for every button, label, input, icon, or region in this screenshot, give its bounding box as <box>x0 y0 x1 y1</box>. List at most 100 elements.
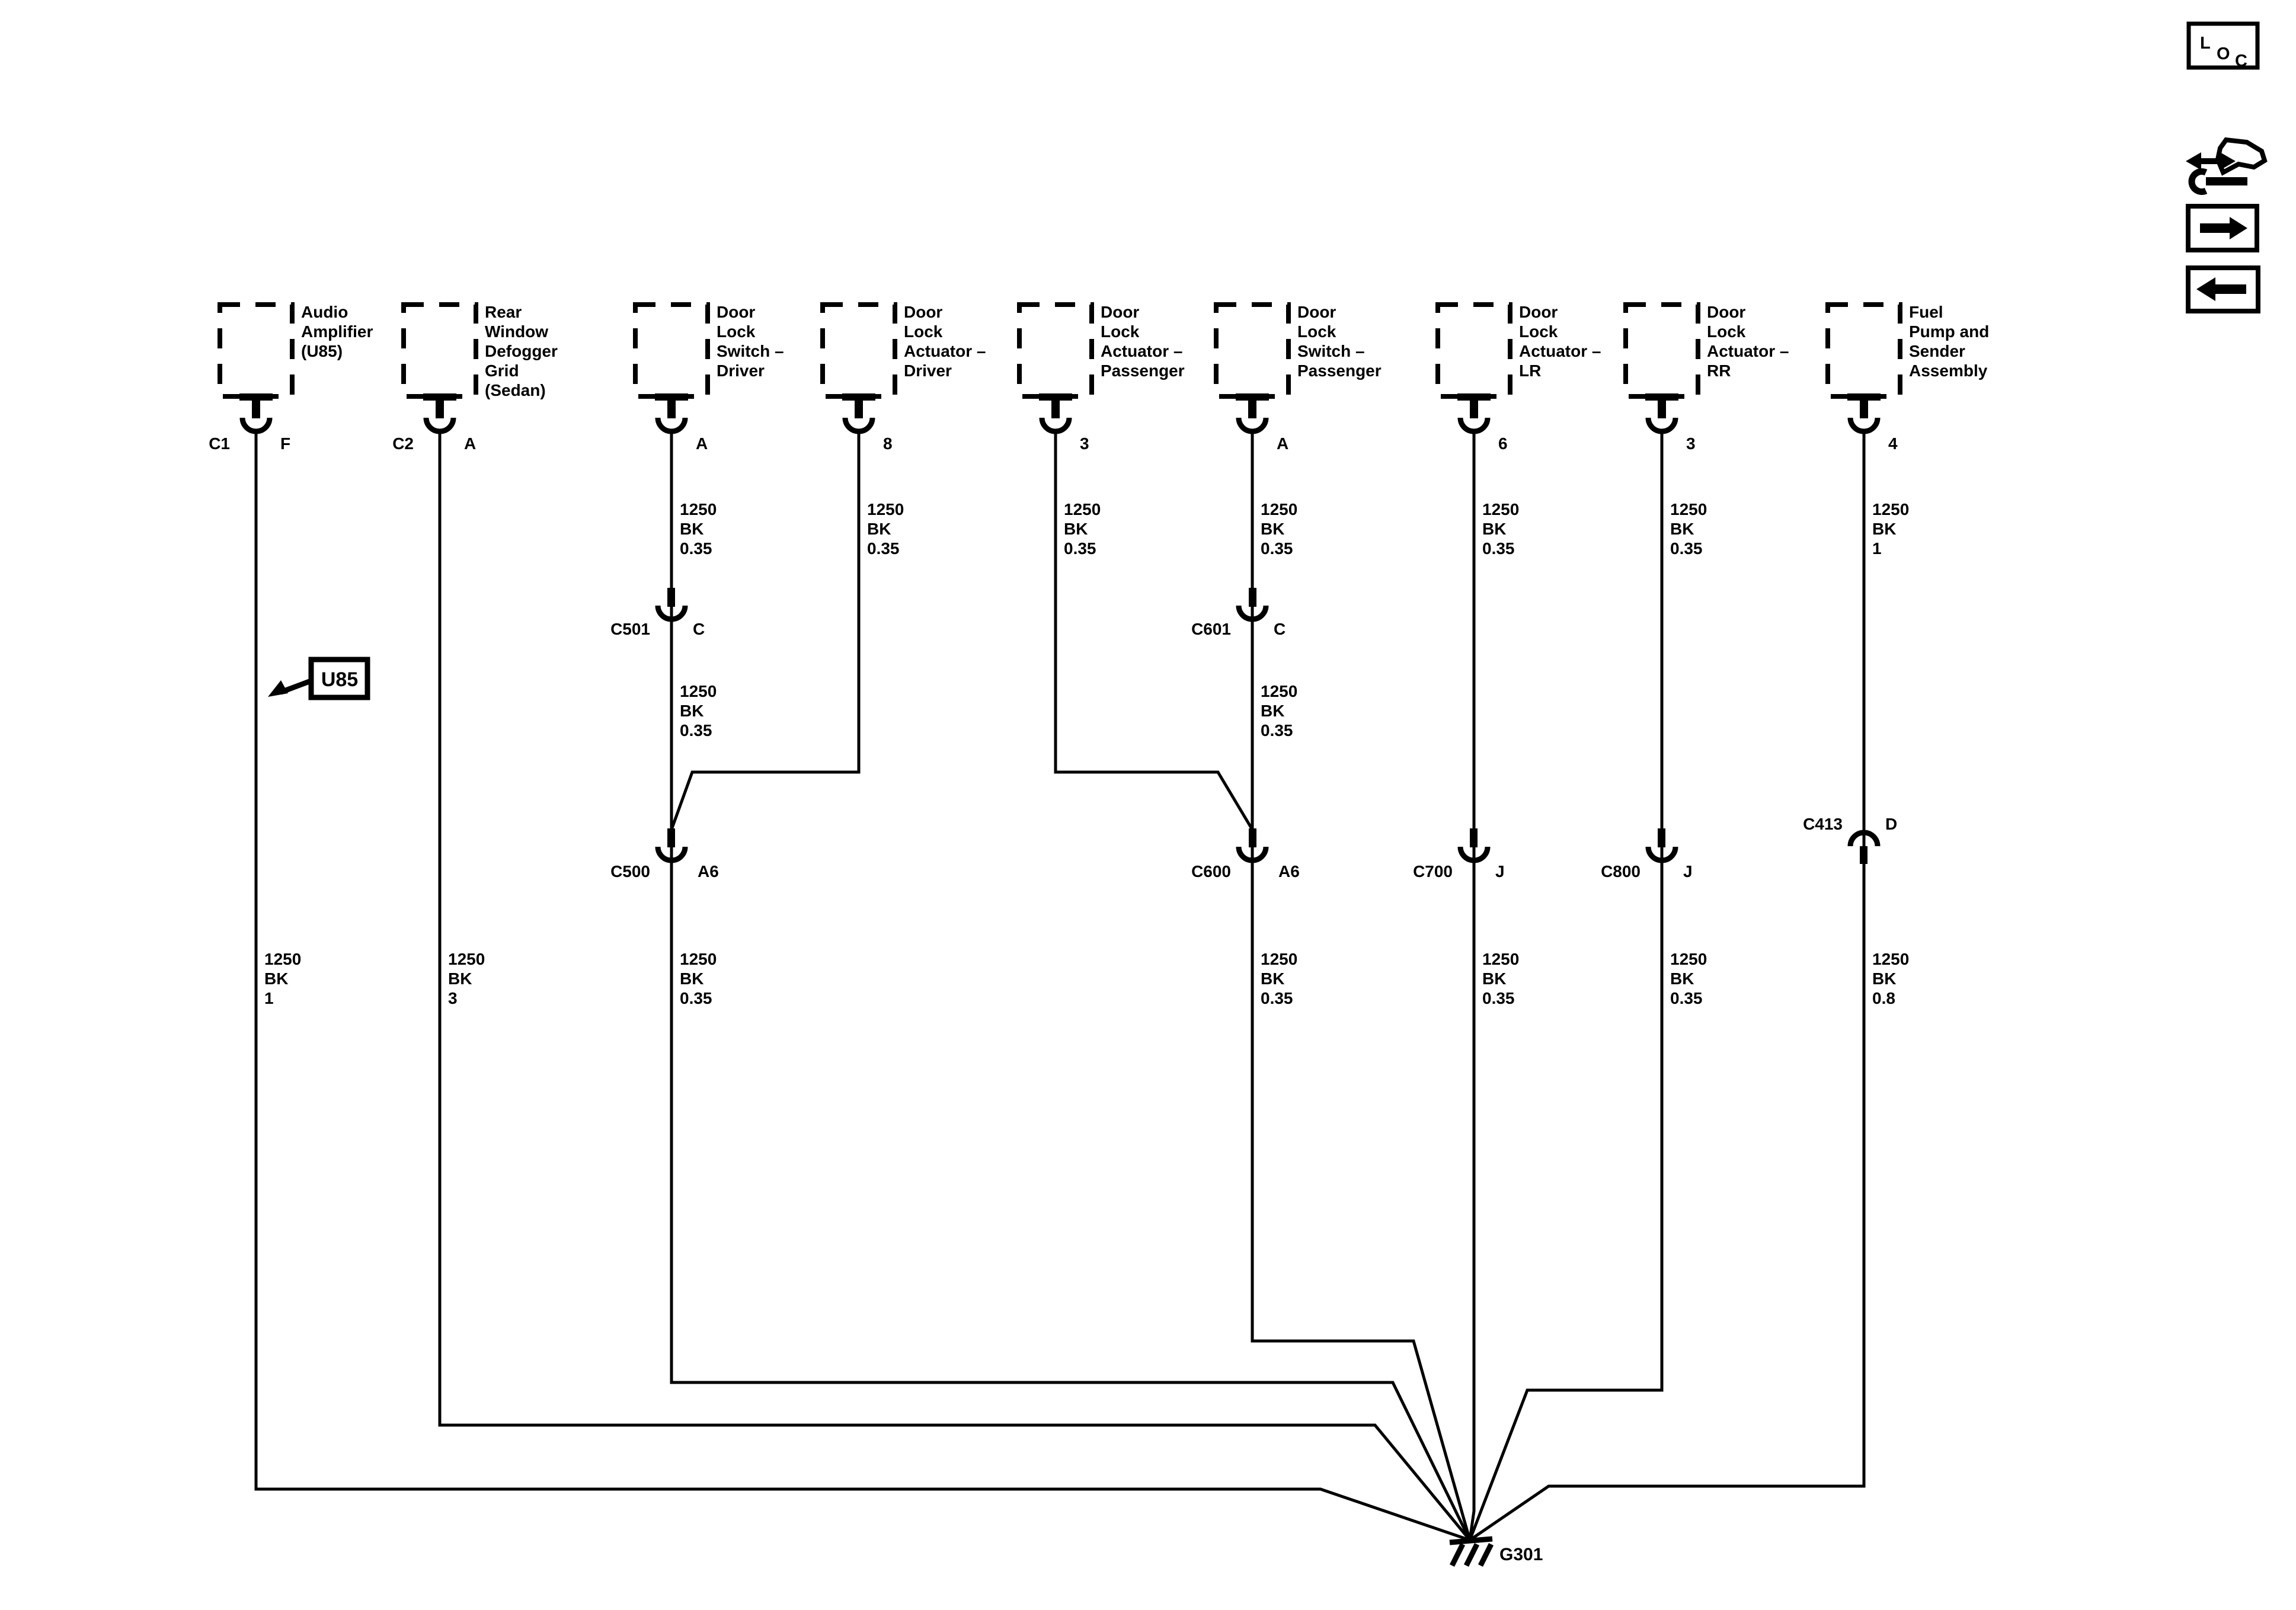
component-label: LR <box>1519 361 1541 380</box>
svg-text:BK: BK <box>1482 969 1506 988</box>
component-label: Lock <box>1519 322 1558 341</box>
component-label: (U85) <box>301 342 343 360</box>
svg-text:0.35: 0.35 <box>1482 989 1515 1007</box>
svg-text:BK: BK <box>1670 969 1694 988</box>
svg-text:1250: 1250 <box>680 500 717 518</box>
pin-label: 3 <box>1080 434 1089 453</box>
svg-text:1250: 1250 <box>680 682 717 700</box>
pin-label: 4 <box>1888 434 1898 453</box>
wires <box>254 430 1866 1542</box>
right-arrow-icon <box>2200 223 2230 233</box>
inline-connector-c500: C500 A6 <box>610 828 719 881</box>
component-label: Door <box>1707 303 1745 321</box>
component-label: Window <box>485 322 548 341</box>
component-label: Assembly <box>1909 361 1988 380</box>
loc-letter-l: L <box>2200 34 2211 53</box>
component-door-lock-switch-passenger: Door Lock Switch – Passenger A <box>1214 302 1382 453</box>
component-label: RR <box>1707 361 1731 380</box>
connector-label: C601 <box>1191 620 1231 638</box>
loc-button[interactable]: L O C <box>2186 21 2260 71</box>
component-fuel-pump-sender: Fuel Pump and Sender Assembly 4 <box>1825 302 1989 453</box>
inline-connector-c700: C700 J <box>1413 828 1505 881</box>
inline-connector-c501: C501 C <box>610 588 705 638</box>
component-label: Switch – <box>1297 342 1365 360</box>
component-label: Fuel <box>1909 303 1943 321</box>
left-arrow-icon <box>2196 277 2215 301</box>
component-label: Defogger <box>485 342 558 360</box>
svg-text:1250: 1250 <box>1064 500 1101 518</box>
u85-callout[interactable]: U85 <box>268 657 370 700</box>
component-label: Lock <box>904 322 943 341</box>
component-door-lock-actuator-passenger: Door Lock Actuator – Passenger 3 <box>1017 302 1185 453</box>
component-label: Lock <box>717 322 756 341</box>
svg-text:BK: BK <box>1261 520 1284 538</box>
wire-actuator-driver <box>670 430 861 830</box>
inline-connector-c600: C600 A6 <box>1191 828 1300 881</box>
svg-text:1250: 1250 <box>1872 950 1909 968</box>
svg-text:0.35: 0.35 <box>1670 989 1703 1007</box>
pin-label: 8 <box>883 434 893 453</box>
pin-label: A <box>696 434 708 453</box>
connector-label: C413 <box>1803 815 1843 833</box>
svg-text:1250: 1250 <box>1261 682 1297 700</box>
component-label: Audio <box>301 303 348 321</box>
connector-label: C800 <box>1601 862 1641 881</box>
svg-text:BK: BK <box>448 969 472 988</box>
pin-label: J <box>1683 862 1693 881</box>
svg-text:1250: 1250 <box>1670 950 1707 968</box>
svg-text:0.8: 0.8 <box>1872 989 1895 1007</box>
wire-audio-amplifier <box>254 430 1470 1542</box>
svg-text:0.35: 0.35 <box>1261 539 1293 558</box>
component-label: Door <box>717 303 755 321</box>
svg-text:0.35: 0.35 <box>867 539 900 558</box>
inline-connector-c413: C413 D <box>1803 815 1897 864</box>
svg-text:0.35: 0.35 <box>680 989 712 1007</box>
svg-text:BK: BK <box>264 969 288 988</box>
adjust-wrench-icon[interactable] <box>2186 137 2268 195</box>
svg-text:BK: BK <box>680 702 703 720</box>
callout-label[interactable]: U85 <box>321 668 358 691</box>
loc-letter-o: O <box>2217 44 2230 63</box>
component-label: (Sedan) <box>485 381 546 399</box>
wire-actuator-lr <box>1468 430 1476 1541</box>
pin-label: A6 <box>1278 862 1300 881</box>
svg-text:1250: 1250 <box>680 950 717 968</box>
pin-label: F <box>280 434 290 453</box>
pin-label: 6 <box>1498 434 1508 453</box>
component-label: Pump and <box>1909 322 1989 341</box>
next-page-button[interactable] <box>2186 204 2259 252</box>
svg-text:BK: BK <box>680 969 703 988</box>
component-label: Driver <box>717 361 765 380</box>
prev-page-button[interactable] <box>2186 265 2260 313</box>
svg-text:1250: 1250 <box>1261 950 1297 968</box>
svg-text:BK: BK <box>1261 969 1284 988</box>
connector-label: C700 <box>1413 862 1453 881</box>
component-audio-amplifier: Audio Amplifier (U85) C1 F <box>209 302 373 453</box>
loc-letter-c: C <box>2235 52 2247 71</box>
svg-text:1250: 1250 <box>1872 500 1909 518</box>
svg-text:BK: BK <box>867 520 891 538</box>
svg-text:0.35: 0.35 <box>1261 989 1293 1007</box>
svg-text:BK: BK <box>1261 702 1284 720</box>
svg-text:0.35: 0.35 <box>1482 539 1515 558</box>
component-label: Lock <box>1297 322 1336 341</box>
component-label: Rear <box>485 303 522 321</box>
component-door-lock-switch-driver: Door Lock Switch – Driver A <box>633 302 784 453</box>
component-label: Lock <box>1707 322 1746 341</box>
pin-label: 3 <box>1686 434 1696 453</box>
svg-text:0.35: 0.35 <box>1064 539 1096 558</box>
